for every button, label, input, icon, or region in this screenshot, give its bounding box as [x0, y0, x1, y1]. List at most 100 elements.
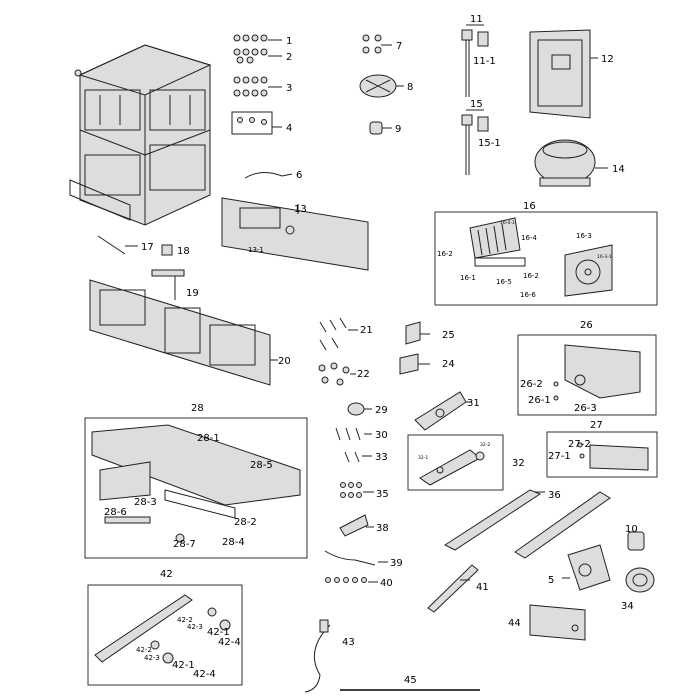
callout-19: 19: [186, 288, 199, 299]
callout-28: 28: [191, 403, 204, 414]
bracket-part-27: [577, 442, 649, 471]
cabinet-assembly: [69, 44, 212, 226]
clip-part-24: [399, 353, 430, 375]
callout-16: 16: [523, 201, 536, 212]
callout-16-4-1: 16-4-1: [500, 220, 515, 226]
rail-part-41: [427, 564, 479, 613]
cover-part-20: [89, 279, 278, 386]
callout-12: 12: [601, 54, 614, 65]
callout-5: 5: [548, 575, 554, 586]
callout-28-5: 28-5: [250, 460, 273, 471]
cap-part-10: [627, 531, 645, 551]
box-part-26: [517, 334, 657, 416]
callout-24: 24: [442, 359, 455, 370]
callout-26-1: 26-1: [528, 395, 551, 406]
wire-part-39: [324, 550, 388, 566]
callout-16-1: 16-1: [460, 274, 476, 282]
valve-part-5: [562, 544, 611, 591]
cap-part-9: [369, 121, 392, 135]
frame-part-28: [91, 424, 301, 543]
callout-16-2a: 16-2: [437, 250, 453, 258]
callout-32-2: 32-2: [480, 442, 490, 448]
callout-3: 3: [286, 83, 292, 94]
panel-part-12: [529, 29, 598, 119]
screw-group-1: [233, 34, 282, 42]
screw-group-2: [233, 48, 282, 64]
screw-group-30: [335, 427, 372, 441]
callout-28-6: 28-6: [104, 507, 127, 518]
callout-42-3b: 42-3: [144, 654, 160, 662]
plug-part-18: [161, 244, 173, 256]
callout-11-1: 11-1: [473, 56, 496, 67]
callout-42-2b: 42-2: [136, 646, 152, 654]
board-part-44: [529, 604, 586, 641]
callout-17: 17: [141, 242, 154, 253]
screw-group-33: [344, 451, 372, 463]
callout-42: 42: [160, 569, 173, 580]
callout-27-2: 27-2: [568, 439, 591, 450]
callout-21: 21: [360, 325, 373, 336]
callout-42-4b: 42-4: [193, 669, 216, 680]
callout-26: 26: [580, 320, 593, 331]
roller-part-34: [625, 567, 655, 593]
callout-7: 7: [396, 41, 402, 52]
callout-27: 27: [590, 420, 603, 431]
rail-part-36: [443, 489, 611, 559]
callout-38: 38: [376, 523, 389, 534]
callout-41: 41: [476, 582, 489, 593]
callout-31: 31: [467, 398, 480, 409]
callout-16-3: 16-3: [576, 232, 592, 240]
callout-28-2: 28-2: [234, 517, 257, 528]
callout-40: 40: [380, 578, 393, 589]
cord-part-43: [304, 619, 331, 693]
rod-part-17: [97, 235, 126, 255]
bracket-part-26: [553, 344, 641, 401]
callout-42-1b: 42-1: [207, 627, 230, 638]
evaporator-part-16: [469, 217, 613, 297]
callout-16-5: 16-5: [496, 278, 512, 286]
screw-group-3: [233, 76, 282, 97]
callout-13-1: 13-1: [248, 246, 264, 254]
callout-42-1a: 42-1: [172, 660, 195, 671]
callout-2: 2: [286, 52, 292, 63]
knob-part-29: [347, 402, 372, 416]
callout-35: 35: [376, 489, 389, 500]
bracket-part-19: [151, 269, 185, 300]
callout-42-4a: 42-4: [218, 637, 241, 648]
callout-34: 34: [621, 601, 634, 612]
rail-part-42: [94, 594, 231, 664]
callout-16-2b: 16-2: [523, 272, 539, 280]
callout-16-4: 16-4: [521, 234, 537, 242]
box-part-27: [546, 431, 658, 478]
callout-14: 14: [612, 164, 625, 175]
callout-9: 9: [395, 124, 401, 135]
box-part-28: [84, 417, 308, 559]
callout-28-4: 28-4: [222, 537, 245, 548]
sensor-part-11: [461, 24, 489, 97]
screw-group-7: [362, 34, 392, 54]
callout-42-2a: 42-2: [177, 616, 193, 624]
callout-39: 39: [390, 558, 403, 569]
callout-1: 1: [286, 36, 292, 47]
box-part-42: [87, 584, 243, 686]
callout-32-1: 32-1: [418, 455, 428, 461]
callout-44: 44: [508, 618, 521, 629]
clip-part-25: [405, 321, 430, 345]
callout-15: 15: [470, 99, 483, 110]
hinge-part-32: [419, 449, 485, 486]
callout-18: 18: [177, 246, 190, 257]
bracket-part-38: [339, 514, 374, 537]
callout-22: 22: [357, 369, 370, 380]
callout-4: 4: [286, 123, 292, 134]
callout-29: 29: [375, 405, 388, 416]
callout-32: 32: [512, 458, 525, 469]
screw-card-4: [231, 111, 282, 135]
callout-25: 25: [442, 330, 455, 341]
callout-43: 43: [342, 637, 355, 648]
callout-33: 33: [375, 452, 388, 463]
wire-part-6: [244, 172, 283, 179]
box-part-16: [434, 211, 658, 306]
sensor-part-15: [461, 109, 489, 175]
screw-group-21: [319, 317, 358, 351]
